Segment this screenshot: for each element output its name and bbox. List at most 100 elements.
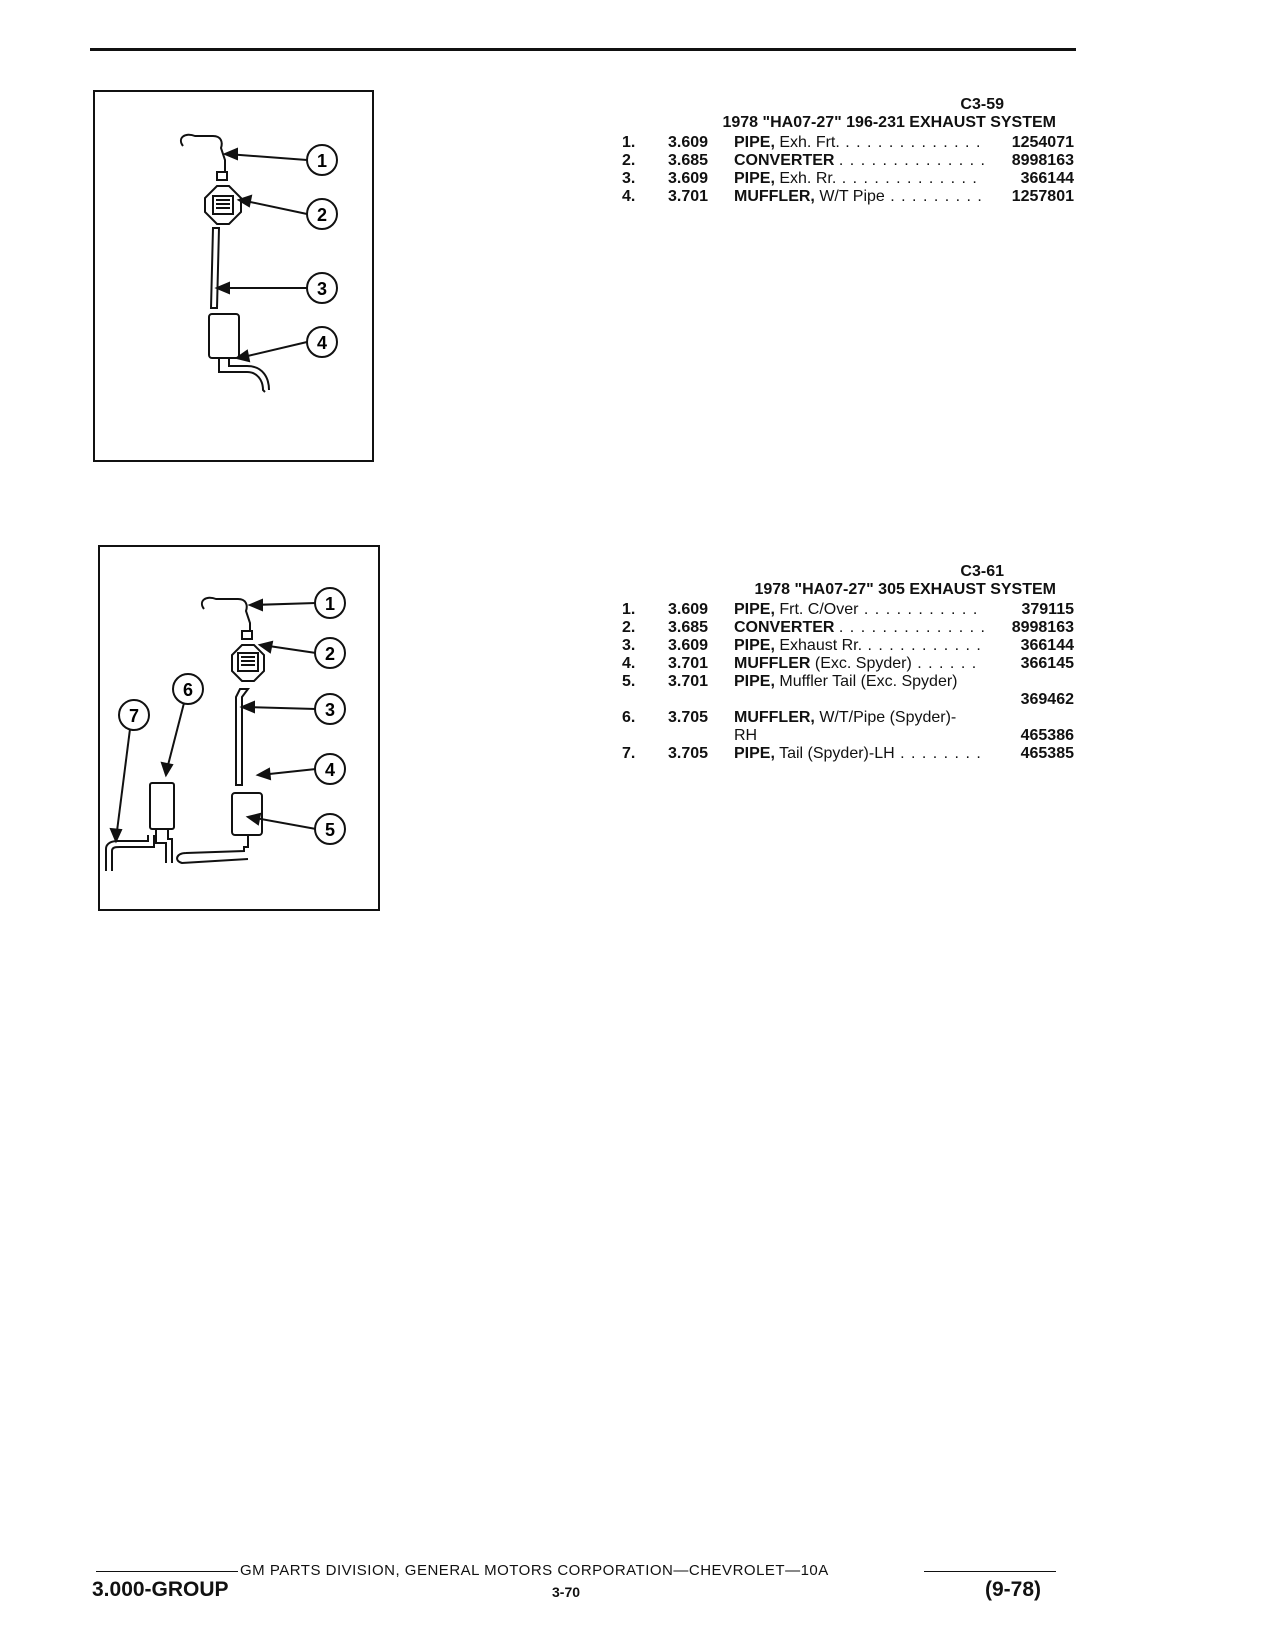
exhaust-diagram-c3-61: 1 2 3 4 5 6 7 <box>98 545 380 911</box>
callout-circle <box>314 637 346 669</box>
part-description: PIPE, Exh. Rr. . . . . . . . . . . . . .… <box>734 170 984 187</box>
section-heading: 1978 "HA07-27" 305 EXHAUST SYSTEM <box>754 581 1056 598</box>
parts-list-c3-61: C3-61 1978 "HA07-27" 305 EXHAUST SYSTEM … <box>612 563 1082 763</box>
part-description: PIPE, Exhaust Rr. . . . . . . . . . . . … <box>734 637 984 654</box>
item-number: 6. <box>622 709 636 726</box>
spyder-muffler-shape <box>149 782 175 830</box>
group-number: 3.701 <box>668 673 709 690</box>
footer-rule-right <box>924 1571 1056 1572</box>
part-name: CONVERTER <box>734 152 835 169</box>
parts-rows: 1. 3.609 PIPE, Exh. Frt. . . . . . . . .… <box>612 134 1082 206</box>
tail-pipe-shape <box>218 358 266 393</box>
part-detail: (Exc. Spyder) <box>814 655 912 672</box>
item-number: 2. <box>622 619 636 636</box>
group-number: 3.701 <box>668 655 709 672</box>
part-detail: Frt. C/Over <box>779 601 859 618</box>
footer-publisher-line: GM PARTS DIVISION, GENERAL MOTORS CORPOR… <box>96 1561 1056 1581</box>
front-pipe-shape <box>179 133 226 172</box>
footer-publisher-text: GM PARTS DIVISION, GENERAL MOTORS CORPOR… <box>240 1562 829 1579</box>
part-detail: Exh. Rr. <box>779 170 837 187</box>
part-name: MUFFLER, <box>734 709 815 726</box>
part-description: PIPE, Exh. Frt. . . . . . . . . . . . . … <box>734 134 984 151</box>
part-name: PIPE, <box>734 170 775 187</box>
rear-pipe-shape <box>209 227 221 309</box>
part-name: CONVERTER <box>734 619 835 636</box>
part-number: 465385 <box>1020 745 1074 762</box>
item-number: 3. <box>622 170 636 187</box>
rear-pipe-shape <box>235 688 250 786</box>
part-number: 1257801 <box>1011 188 1074 205</box>
exhaust-diagram-c3-59: 1 2 3 4 <box>93 90 374 462</box>
part-detail: Exhaust Rr. <box>779 637 863 654</box>
exhaust-illustration-2: 1 2 3 4 5 6 7 <box>105 587 346 871</box>
top-rule <box>90 48 1076 51</box>
callout-circle <box>314 693 346 725</box>
callout-circle <box>314 753 346 785</box>
footer-rule-left <box>96 1571 238 1572</box>
group-number: 3.685 <box>668 619 709 636</box>
item-number: 7. <box>622 745 636 762</box>
item-number: 1. <box>622 601 636 618</box>
part-row: 5. 3.701 PIPE, Muffler Tail (Exc. Spyder… <box>612 673 1082 709</box>
part-description: MUFFLER, W/T/Pipe (Spyder)-RH <box>734 709 964 745</box>
part-name: PIPE, <box>734 637 775 654</box>
part-row: 4. 3.701 MUFFLER, W/T Pipe . . . . . . .… <box>612 188 1082 206</box>
group-number: 3.609 <box>668 601 709 618</box>
callout-circle <box>118 699 150 731</box>
callout-label: 3 <box>325 700 335 720</box>
part-detail: Tail (Spyder)-LH <box>779 745 895 762</box>
callout-label: 4 <box>317 333 327 353</box>
group-number: 3.701 <box>668 188 709 205</box>
item-number: 1. <box>622 134 636 151</box>
callout-label: 6 <box>183 680 193 700</box>
part-number: 8998163 <box>1011 619 1074 636</box>
part-detail: Exh. Frt. <box>779 134 840 151</box>
group-code: 3.000-GROUP <box>92 1578 229 1601</box>
group-number: 3.685 <box>668 152 709 169</box>
group-number: 3.705 <box>668 709 709 726</box>
parts-rows: 1. 3.609 PIPE, Frt. C/Over . . . . . . .… <box>612 601 1082 763</box>
part-description: CONVERTER . . . . . . . . . . . . . . . … <box>734 152 984 169</box>
callout-circle <box>314 813 346 845</box>
callout-label: 2 <box>317 205 327 225</box>
part-number: 1254071 <box>1011 134 1074 151</box>
item-number: 5. <box>622 673 636 690</box>
part-number: 369462 <box>1020 691 1074 708</box>
part-name: PIPE, <box>734 601 775 618</box>
callout-circle <box>306 326 338 358</box>
part-detail: W/T/Pipe (Spyder)-RH <box>734 709 957 744</box>
part-detail: Muffler Tail (Exc. Spyder) <box>779 673 958 690</box>
part-description: CONVERTER . . . . . . . . . . . . . . . … <box>734 619 984 636</box>
part-number: 366145 <box>1020 655 1074 672</box>
converter-shape <box>204 185 242 225</box>
callout-label: 3 <box>317 279 327 299</box>
part-number: 465386 <box>1020 727 1074 744</box>
callout-circle <box>306 144 338 176</box>
revision-date: (9-78) <box>985 1578 1042 1601</box>
page-number: 3-70 <box>552 1584 581 1600</box>
callout-label: 4 <box>325 760 335 780</box>
illustration-code: C3-59 <box>960 96 1004 113</box>
item-number: 3. <box>622 637 636 654</box>
part-number: 379115 <box>1021 601 1074 618</box>
part-description: MUFFLER (Exc. Spyder) . . . . . . . . . … <box>734 655 984 672</box>
part-name: MUFFLER <box>734 655 811 672</box>
part-name: PIPE, <box>734 134 775 151</box>
flange-shape <box>241 630 253 640</box>
callout-circle <box>314 587 346 619</box>
part-row: 6. 3.705 MUFFLER, W/T/Pipe (Spyder)-RH 4… <box>612 709 1082 745</box>
part-row: 7. 3.705 PIPE, Tail (Spyder)-LH . . . . … <box>612 745 1082 763</box>
spyder-tail-pipe-shape <box>105 835 149 871</box>
converter-shape <box>231 644 265 682</box>
group-number: 3.609 <box>668 637 709 654</box>
part-name: PIPE, <box>734 745 775 762</box>
group-number: 3.609 <box>668 134 709 151</box>
part-row: 3. 3.609 PIPE, Exh. Rr. . . . . . . . . … <box>612 170 1082 188</box>
flange-shape <box>216 171 228 181</box>
exhaust-illustration-1: 1 2 3 4 <box>179 133 338 393</box>
part-number: 366144 <box>1020 170 1074 187</box>
part-row: 2. 3.685 CONVERTER . . . . . . . . . . .… <box>612 152 1082 170</box>
section-heading: 1978 "HA07-27" 196-231 EXHAUST SYSTEM <box>722 114 1056 131</box>
group-number: 3.609 <box>668 170 709 187</box>
illustration-code: C3-61 <box>960 563 1004 580</box>
